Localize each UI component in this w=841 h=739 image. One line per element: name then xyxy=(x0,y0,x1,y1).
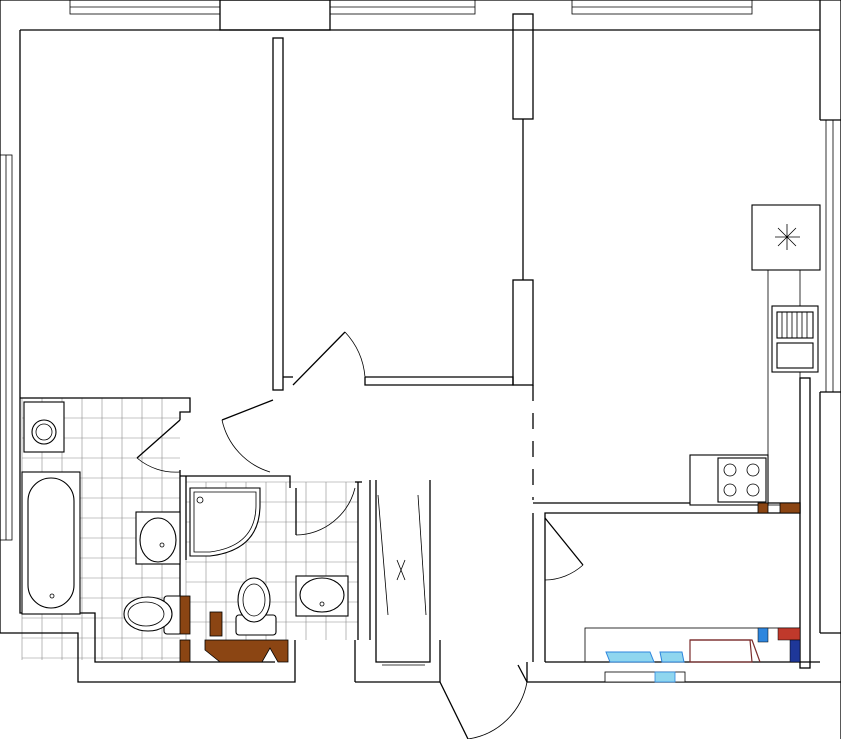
shower-tray-icon xyxy=(189,487,261,557)
sink-icon xyxy=(771,305,819,373)
utility-pipes xyxy=(584,627,801,683)
washing-machine-icon xyxy=(23,401,65,453)
ventilation-hood-icon xyxy=(751,204,821,271)
kitchen-counter xyxy=(767,269,801,506)
washbasin-icon xyxy=(135,511,181,565)
sink-icon xyxy=(295,575,349,617)
doors xyxy=(136,331,584,739)
stove-icon xyxy=(689,454,769,506)
utility-shaft xyxy=(179,502,801,663)
toilet-icon xyxy=(235,577,277,636)
bathtub-icon xyxy=(21,471,81,615)
toilet-icon xyxy=(123,595,183,635)
